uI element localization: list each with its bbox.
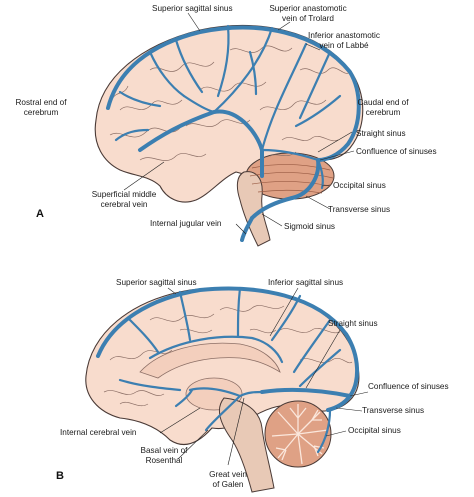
panel-b-letter: B — [56, 470, 64, 482]
internal-cerebral-vein — [188, 387, 242, 398]
label-inferior-sagittal-sinus: Inferior sagittal sinus — [268, 278, 344, 287]
sigmoid-sinus — [250, 196, 294, 220]
brainstem-medial — [219, 397, 275, 493]
superficial-middle-cerebral-vein — [138, 109, 264, 178]
gyri-medial — [103, 305, 353, 407]
label-occipital-sinus-a: Occipital sinus — [333, 181, 386, 190]
label-confluence-b: Confluence of sinuses — [368, 382, 449, 391]
panel-b-midsagittal-brain — [85, 286, 369, 493]
label-straight-sinus-b: Straight sinus — [328, 319, 378, 328]
panel-a-letter: A — [36, 208, 44, 220]
basal-vein — [204, 394, 242, 432]
trolard-vein — [212, 26, 274, 114]
label-occipital-sinus-b: Occipital sinus — [348, 426, 401, 435]
veins-medial — [96, 286, 360, 454]
label-internal-cerebral-vein: Internal cerebral vein — [60, 428, 137, 437]
internal-jugular-vein — [240, 216, 254, 242]
superior-sagittal-sinus-b — [96, 286, 360, 398]
labbe-vein — [260, 42, 308, 152]
inferior-sagittal-sinus — [148, 335, 284, 364]
occipital-sinus-b — [316, 408, 332, 454]
straight-sinus-a — [260, 148, 320, 162]
label-sigmoid-sinus: Sigmoid sinus — [284, 222, 335, 231]
leader-lines-a — [123, 12, 355, 235]
label-straight-sinus-a: Straight sinus — [356, 129, 406, 138]
label-internal-jugular: Internal jugular vein — [150, 219, 222, 228]
label-confluence-a: Confluence of sinuses — [356, 147, 437, 156]
label-superior-sagittal-sinus-a: Superior sagittal sinus — [152, 4, 233, 13]
label-transverse-sinus-a: Transverse sinus — [328, 205, 391, 214]
transverse-sinus-a — [290, 158, 321, 200]
great-vein-of-galen — [238, 390, 264, 398]
straight-sinus-b — [260, 387, 352, 398]
label-transverse-sinus-b: Transverse sinus — [362, 406, 425, 415]
label-superior-sagittal-sinus-b: Superior sagittal sinus — [116, 278, 197, 287]
veins-lateral — [106, 24, 361, 242]
corpus-callosum — [139, 342, 281, 379]
panel-a-lateral-brain — [94, 12, 364, 247]
arbor-vitae — [271, 404, 329, 465]
superior-sagittal-sinus-a — [106, 25, 361, 162]
leader-lines-b — [159, 287, 369, 466]
